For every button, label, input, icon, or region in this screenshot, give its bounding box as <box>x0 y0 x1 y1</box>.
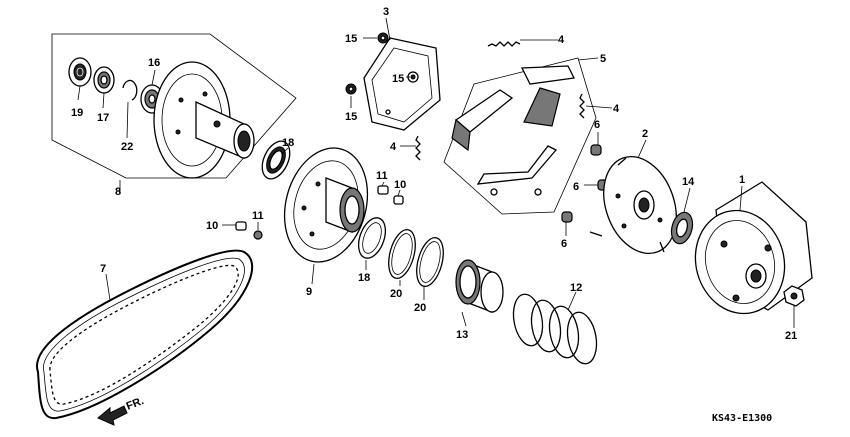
callout-22: 22 <box>121 141 133 153</box>
callout-7: 7 <box>100 263 106 275</box>
oil-seal-19-shape <box>68 57 92 87</box>
callout-15c: 15 <box>345 111 357 123</box>
clutch-weight-5-shape <box>451 65 575 196</box>
leader-lines <box>77 17 795 328</box>
callout-11a: 11 <box>252 210 264 222</box>
lining-plate-3-shape <box>363 37 441 131</box>
callout-12: 12 <box>570 282 582 294</box>
callout-6b: 6 <box>573 181 579 193</box>
oil-seal-18b-shape <box>357 217 387 259</box>
assembly-outline-8 <box>51 33 297 179</box>
drive-belt-7-shape <box>35 249 254 420</box>
callout-20a: 20 <box>390 288 402 300</box>
o-ring-20b-shape <box>416 237 444 287</box>
callout-15a: 15 <box>345 33 357 45</box>
callout-13: 13 <box>456 329 468 341</box>
callout-15b: 15 <box>392 73 404 85</box>
front-direction-arrow: FR. <box>97 395 146 426</box>
callout-5: 5 <box>600 53 606 65</box>
fixed-driven-face-shape <box>153 61 255 179</box>
snap-ring-22-shape <box>122 79 138 101</box>
callout-17: 17 <box>97 112 109 124</box>
lock-nut-21-shape <box>783 285 805 307</box>
callout-18a: 18 <box>282 137 294 149</box>
callout-3: 3 <box>383 6 389 18</box>
callout-2: 2 <box>642 128 648 140</box>
driven-face-spring-12-shape <box>512 293 598 365</box>
callout-14: 14 <box>682 176 695 188</box>
clutch-outer-1-shape <box>694 181 813 315</box>
damper-rubber-6c-shape <box>561 211 573 223</box>
clutch-spring-4c-shape <box>415 135 421 161</box>
callout-6c: 6 <box>561 238 567 250</box>
front-marker-label: FR. <box>125 395 146 413</box>
seal-collar-13-shape <box>455 259 504 313</box>
callout-4c: 4 <box>390 141 397 153</box>
drawing-code: KS43-E1300 <box>712 413 772 424</box>
guide-roller-11b-shape <box>377 185 389 195</box>
needle-bearing-17-shape <box>93 66 115 94</box>
o-ring-20a-shape <box>388 229 416 279</box>
callout-10b: 10 <box>394 179 406 191</box>
clutch-spring-4a-shape <box>487 41 521 47</box>
callout-20b: 20 <box>414 302 426 314</box>
oil-seal-18a-shape <box>261 140 291 180</box>
movable-driven-face-shape <box>283 147 369 263</box>
callout-8: 8 <box>115 186 121 198</box>
part-callouts: 19 17 22 16 8 18 3 15 15 15 4 5 4 4 6 6 … <box>71 6 797 342</box>
guide-pin-10a-shape <box>235 221 247 231</box>
weight-set-outline-5 <box>443 57 597 215</box>
drive-plate-2-shape <box>589 155 677 255</box>
guide-pin-10b-shape <box>393 195 404 205</box>
callout-18b: 18 <box>358 272 370 284</box>
callout-21: 21 <box>785 330 797 342</box>
callout-1: 1 <box>739 174 745 186</box>
callout-4b: 4 <box>613 103 620 115</box>
callout-9: 9 <box>306 286 312 298</box>
callout-19: 19 <box>71 107 83 119</box>
guide-roller-11a-shape <box>253 230 263 240</box>
callout-16: 16 <box>148 57 160 69</box>
clutch-spring-4b-shape <box>579 93 585 119</box>
callout-10a: 10 <box>206 220 218 232</box>
callout-4a: 4 <box>558 34 565 46</box>
callout-6a: 6 <box>594 119 600 131</box>
damper-rubber-6a-shape <box>590 144 602 156</box>
callout-11b: 11 <box>376 170 388 182</box>
